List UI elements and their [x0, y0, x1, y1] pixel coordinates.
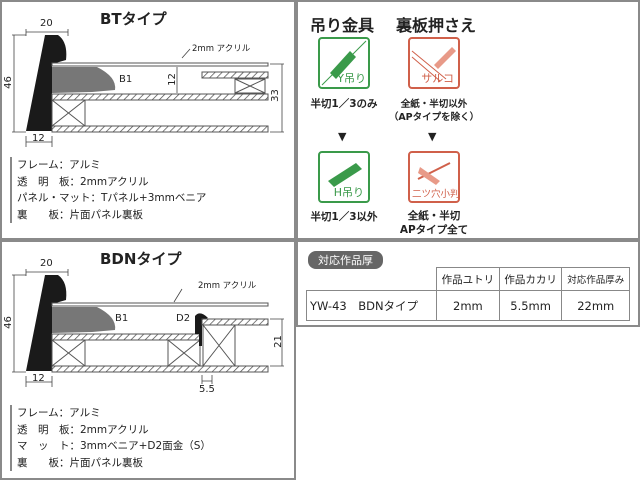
hardware-panel: 吊り金具 裏板押さえ Y吊り 半切1／3のみ ▼ H吊り 半切1／3以外 サルコ…	[296, 0, 640, 240]
spec-panel-mat: パネル・マット：Tパネル+3mmベニア	[17, 192, 207, 204]
bt-dim-width: 20	[40, 18, 53, 29]
futatsu-note-2: APタイプ全て	[399, 224, 469, 236]
thickness-badge: 対応作品厚	[308, 251, 383, 269]
spec-backboard: 裏 板：片面パネル裏板	[17, 456, 143, 469]
thickness-panel: 対応作品厚 作品ユトリ 作品カカリ 対応作品厚み YW-43 BDNタイプ 2m…	[296, 240, 640, 327]
spec-backboard: 裏 板：片面パネル裏板	[17, 208, 143, 221]
bdn-dim-bottom: 12	[32, 373, 45, 384]
header-thickness: 対応作品厚み	[561, 267, 630, 291]
bt-dim-depth: 33	[269, 89, 281, 102]
spec-glazing: 透 明 板：2mmアクリル	[17, 423, 149, 436]
bt-dim-bottom: 12	[32, 133, 45, 144]
thickness-table: 作品ユトリ 作品カカリ 対応作品厚み YW-43 BDNタイプ 2mm 5.5m…	[306, 267, 630, 321]
bdn-cross-section-diagram	[12, 269, 284, 387]
y-hanger-note: 半切1／3のみ	[310, 98, 378, 110]
y-hanger-arrow: ▼	[338, 130, 347, 143]
hanger-title: 吊り金具	[310, 16, 375, 35]
saruko-note-2: （APタイプを除く）	[388, 112, 480, 123]
thickness-value: 22mm	[561, 290, 630, 321]
bdn-acrylic-label: 2mm アクリル	[198, 281, 257, 291]
y-hanger-label: Y吊り	[337, 72, 366, 85]
h-hanger-note: 半切1／3以外	[310, 211, 378, 223]
bt-acrylic-label: 2mm アクリル	[192, 44, 251, 54]
bdn-profile-label: B1	[115, 313, 129, 324]
bdn-title: BDNタイプ	[100, 250, 182, 268]
bdn-spec-list: フレーム：アルミ 透 明 板：2mmアクリル マ ッ ト：3mmベニア+D2面金…	[10, 405, 211, 471]
backboard-title: 裏板押さえ	[396, 16, 477, 35]
bdn-dim-depth: 21	[272, 335, 284, 348]
saruko-arrow: ▼	[428, 130, 437, 143]
bt-dim-height: 46	[2, 76, 14, 89]
bdn-dim-width: 20	[40, 258, 53, 269]
overlap-value: 5.5mm	[498, 290, 563, 321]
table-row: YW-43 BDNタイプ 2mm 5.5mm 22mm	[306, 290, 630, 321]
h-hanger-icon: H吊り	[318, 151, 370, 203]
saruko-label: サルコ	[421, 72, 454, 85]
bdn-dim-step: 5.5	[199, 384, 215, 395]
bt-cross-section-diagram	[12, 29, 284, 147]
h-hanger-label: H吊り	[333, 186, 364, 199]
bt-title: BTタイプ	[100, 10, 167, 28]
bt-type-panel: BTタイプ 20 46 12 12 33 2mm アクリル B1 フレーム：アル…	[0, 0, 296, 240]
y-hanger-icon: Y吊り	[318, 37, 370, 89]
saruko-icon: サルコ	[408, 37, 460, 89]
bt-spec-list: フレーム：アルミ 透 明 板：2mmアクリル パネル・マット：Tパネル+3mmベ…	[10, 157, 206, 223]
futatsu-ana-icon: 二ツ穴小判	[408, 151, 460, 203]
header-overlap: 作品カカリ	[498, 267, 563, 291]
margin-value: 2mm	[436, 290, 500, 321]
spec-frame: フレーム：アルミ	[17, 407, 101, 419]
bt-profile-label: B1	[119, 74, 133, 85]
header-margin: 作品ユトリ	[436, 267, 500, 291]
bdn-dim-height: 46	[2, 316, 14, 329]
saruko-note-1: 全紙・半切以外	[400, 99, 468, 110]
spec-mat: マ ッ ト：3mmベニア+D2面金（S）	[17, 440, 211, 452]
spec-frame: フレーム：アルミ	[17, 159, 101, 171]
futatsu-note-1: 全紙・半切	[407, 210, 461, 222]
spec-glazing: 透 明 板：2mmアクリル	[17, 175, 149, 188]
bdn-type-panel: BDNタイプ 20 46 12 21 5.5 2mm アクリル B1 D2 フレ…	[0, 240, 296, 480]
bt-dim-gap: 12	[166, 73, 178, 86]
bdn-profile2-label: D2	[176, 313, 191, 324]
futatsu-ana-label: 二ツ穴小判	[412, 189, 460, 200]
model-cell: YW-43 BDNタイプ	[306, 290, 437, 321]
